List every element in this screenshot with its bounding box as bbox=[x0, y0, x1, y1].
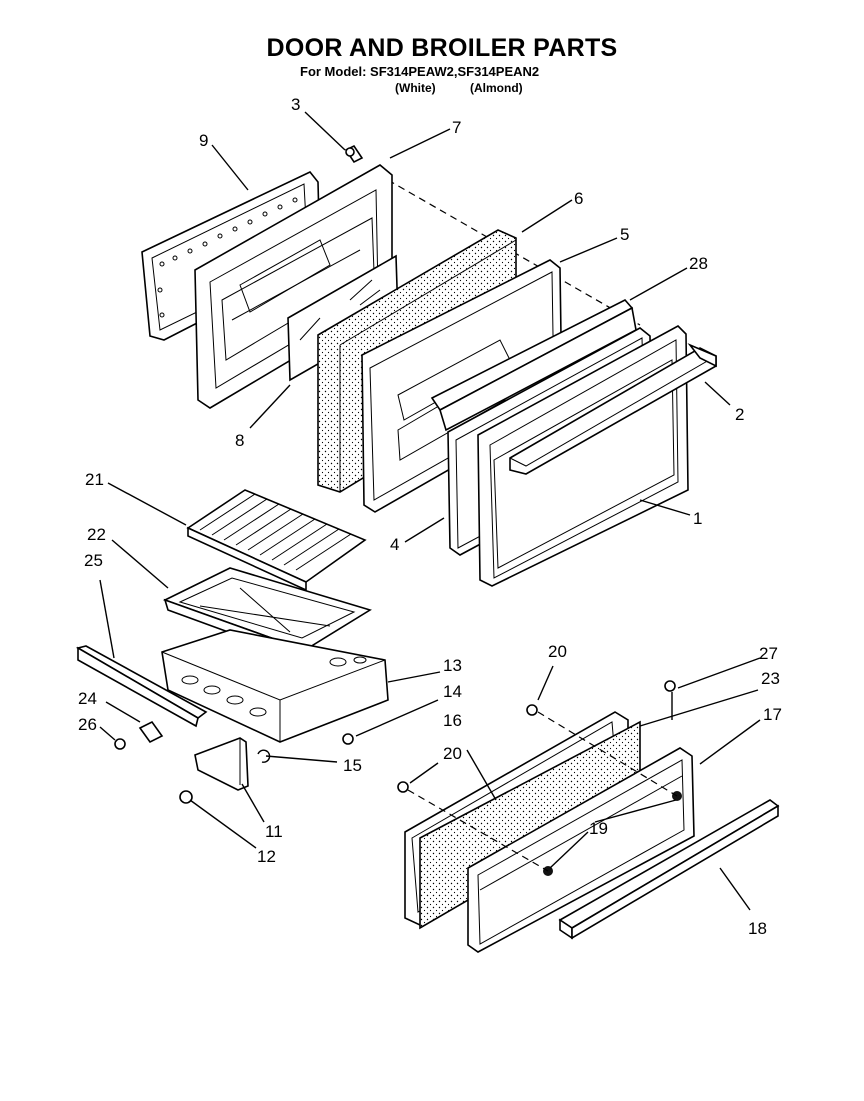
callout-7: 7 bbox=[452, 118, 461, 137]
variant-white: (White) bbox=[395, 81, 436, 95]
part-3-screw bbox=[344, 144, 364, 164]
part-27-screw bbox=[664, 680, 676, 720]
callout-1: 1 bbox=[693, 509, 702, 528]
callout-22: 22 bbox=[87, 525, 106, 544]
callout-26: 26 bbox=[78, 715, 97, 734]
callout-19: 19 bbox=[589, 819, 608, 838]
callout-15: 15 bbox=[343, 756, 362, 775]
model-subtitle: For Model: SF314PEAW2,SF314PEAN2 bbox=[300, 64, 540, 79]
assembly-path bbox=[407, 789, 549, 872]
callout-16: 16 bbox=[443, 711, 462, 730]
callout-5: 5 bbox=[620, 225, 629, 244]
part-12-grommet bbox=[179, 790, 193, 804]
callout-14: 14 bbox=[443, 682, 462, 701]
part-15-clip bbox=[257, 749, 271, 763]
callout-25: 25 bbox=[84, 551, 103, 570]
callout-labels: 9 3 7 6 5 28 2 1 4 8 21 22 25 24 26 13 1… bbox=[78, 95, 782, 938]
callout-3: 3 bbox=[291, 95, 300, 114]
part-26-screw bbox=[114, 738, 126, 750]
callout-12: 12 bbox=[257, 847, 276, 866]
part-25-side-rail bbox=[75, 645, 208, 728]
part-14-screw bbox=[342, 733, 354, 745]
callout-13: 13 bbox=[443, 656, 462, 675]
callout-8: 8 bbox=[235, 431, 244, 450]
part-24-bracket bbox=[138, 720, 164, 744]
callout-18: 18 bbox=[748, 919, 767, 938]
callout-6: 6 bbox=[574, 189, 583, 208]
callout-20-left: 20 bbox=[443, 744, 462, 763]
callout-17: 17 bbox=[763, 705, 782, 724]
part-18-trim-strip bbox=[558, 799, 780, 940]
part-11-bracket bbox=[194, 737, 249, 791]
callout-21: 21 bbox=[85, 470, 104, 489]
part-17-drawer-front bbox=[467, 747, 695, 953]
part-21-broiler-grid bbox=[186, 489, 367, 592]
callout-4: 4 bbox=[390, 535, 399, 554]
callout-28: 28 bbox=[689, 254, 708, 273]
leader-lines bbox=[99, 111, 761, 911]
variant-almond: (Almond) bbox=[470, 81, 523, 95]
part-2-door-handle bbox=[509, 343, 717, 475]
callout-20-top: 20 bbox=[548, 642, 567, 661]
assembly-path bbox=[537, 711, 678, 797]
callout-24: 24 bbox=[78, 689, 97, 708]
callout-2: 2 bbox=[735, 405, 744, 424]
part-13-broiler-drawer bbox=[161, 629, 389, 743]
callout-9: 9 bbox=[199, 131, 208, 150]
callout-27: 27 bbox=[759, 644, 778, 663]
callout-23-v: 23 bbox=[761, 669, 780, 688]
callout-11-text: 11 bbox=[265, 822, 283, 841]
diagram-title: DOOR AND BROILER PARTS bbox=[266, 34, 618, 62]
part-20-screws bbox=[397, 704, 538, 793]
